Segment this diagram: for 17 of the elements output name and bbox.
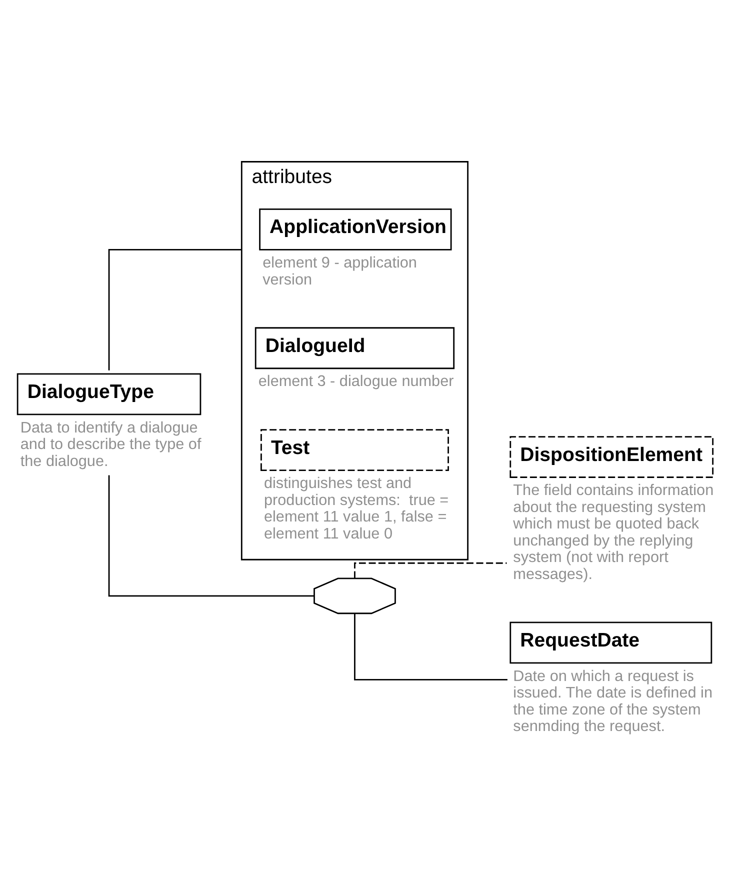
connector	[354, 562, 507, 578]
node-box: ApplicationVersion	[259, 208, 452, 250]
node-box: DispositionElement	[510, 436, 714, 478]
node-label: distinguishes test and production systems: true = element 11 value 1, false = element 11 value 0	[264, 475, 449, 542]
node-label: Date on which a request is issued. The date is defined in the time zone of the system senmding the request.	[513, 668, 713, 736]
node-box: Test	[260, 429, 449, 471]
node-label: Data to identify a dialogue and to describe the type of the dialogue.	[20, 419, 202, 470]
node-label: element 9 - application version	[262, 254, 417, 288]
node-box: RequestDate	[510, 622, 712, 664]
connector	[354, 614, 508, 680]
node-box: DialogueType	[16, 373, 202, 416]
node-label: The field contains information about the requesting system which must be quoted back unchanged by the replying system (not with report messages).	[513, 482, 714, 583]
node-octagon	[314, 578, 396, 614]
node-box: DialogueId	[254, 327, 455, 370]
node-label: element 3 - dialogue number	[258, 373, 454, 390]
connector	[108, 475, 314, 597]
connector	[108, 249, 242, 370]
